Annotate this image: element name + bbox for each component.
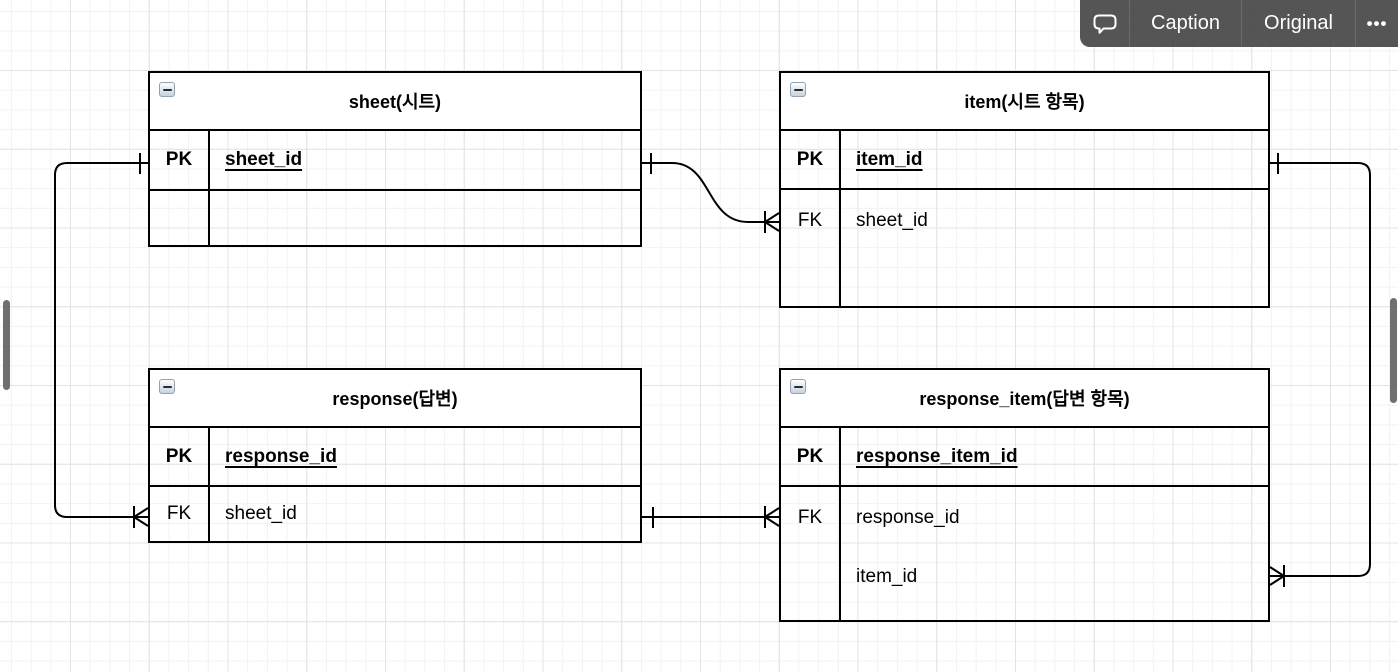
row-field-name: sheet_id	[225, 503, 297, 524]
row-field-name: sheet_id	[225, 149, 303, 170]
table-row: PK sheet_id	[150, 131, 640, 191]
relation-sheet-response	[54, 153, 149, 528]
row-key-label: FK	[150, 487, 210, 541]
collapse-icon[interactable]	[790, 379, 806, 394]
row-key-label: PK	[781, 428, 841, 485]
caption-button[interactable]: Caption	[1151, 12, 1220, 34]
table-row: PK response_item_id	[781, 428, 1268, 487]
table-row: PK item_id	[781, 131, 1268, 190]
viewer-toolbar: Caption Original •••	[1080, 0, 1398, 47]
table-header: sheet(시트)	[150, 73, 640, 131]
row-key-label: PK	[150, 131, 210, 189]
collapse-icon[interactable]	[159, 379, 175, 394]
entity-table-sheet[interactable]: sheet(시트) PK sheet_id	[148, 71, 642, 247]
relation-sheet-item	[642, 153, 780, 233]
table-row: FK response_id	[781, 487, 1268, 548]
table-title: sheet(시트)	[348, 92, 442, 112]
row-key-label: FK	[781, 487, 841, 548]
row-key-label	[781, 548, 841, 620]
entity-table-item[interactable]: item(시트 항목) PK item_id FK sheet_id	[779, 71, 1270, 308]
table-title: response(답변)	[332, 389, 458, 409]
row-key-label	[781, 251, 841, 306]
relation-item-response-item	[1269, 153, 1371, 587]
row-field-name: response_item_id	[856, 445, 1018, 467]
row-field-name	[210, 191, 640, 245]
table-row: FK sheet_id	[150, 487, 640, 541]
comment-button[interactable]	[1080, 0, 1129, 47]
entity-table-response[interactable]: response(답변) PK response_id FK sheet_id	[148, 368, 642, 543]
table-title: item(시트 항목)	[964, 92, 1085, 112]
row-key-label: PK	[781, 131, 841, 188]
original-button[interactable]: Original	[1264, 12, 1333, 34]
table-row	[781, 251, 1268, 306]
entity-table-response-item[interactable]: response_item(답변 항목) PK response_item_id…	[779, 368, 1270, 622]
row-field-name	[841, 251, 1268, 306]
relation-response-response-item	[642, 506, 780, 528]
collapse-icon[interactable]	[790, 82, 806, 97]
table-header: item(시트 항목)	[781, 73, 1268, 131]
row-field-name: response_id	[225, 445, 337, 467]
row-key-label: FK	[781, 190, 841, 251]
right-scroll-handle[interactable]	[1390, 298, 1397, 403]
table-title: response_item(답변 항목)	[919, 389, 1130, 409]
table-row: PK response_id	[150, 428, 640, 487]
speech-bubble-icon	[1093, 14, 1116, 34]
table-header: response(답변)	[150, 370, 640, 428]
table-row: item_id	[781, 548, 1268, 620]
row-field-name: item_id	[856, 566, 918, 587]
row-key-label	[150, 191, 210, 245]
table-row: FK sheet_id	[781, 190, 1268, 251]
more-options-button[interactable]: •••	[1366, 13, 1388, 33]
table-header: response_item(답변 항목)	[781, 370, 1268, 428]
row-field-name: item_id	[856, 148, 923, 170]
collapse-icon[interactable]	[159, 82, 175, 97]
row-key-label: PK	[150, 428, 210, 485]
table-row	[150, 191, 640, 245]
toolbar-divider	[1241, 0, 1242, 47]
row-field-name: sheet_id	[856, 209, 928, 231]
left-scroll-handle[interactable]	[3, 300, 10, 390]
toolbar-divider	[1355, 0, 1356, 47]
toolbar-divider	[1129, 0, 1130, 47]
row-field-name: response_id	[856, 506, 960, 528]
